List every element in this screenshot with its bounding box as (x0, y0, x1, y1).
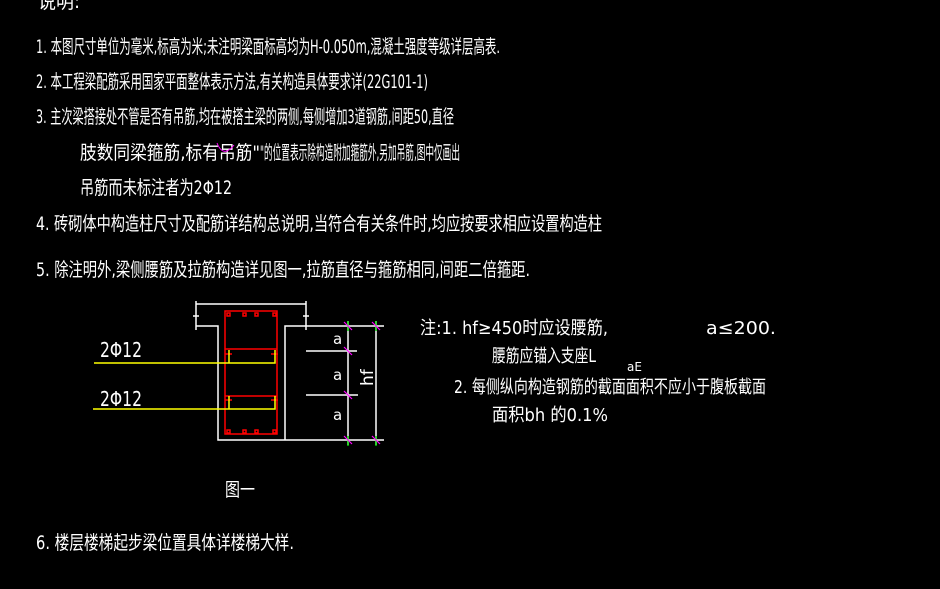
dim-a-3: a (333, 406, 342, 424)
dim-a-1: a (333, 330, 342, 348)
hanger-bar-symbol (216, 142, 235, 152)
waist-bar-label-lower: 2Φ12 (100, 387, 142, 411)
notes-title: 说明: (38, 0, 80, 13)
stirrup (224, 310, 278, 435)
figure-note-2: 腰筋应锚入支座L (492, 346, 596, 367)
waist-bar-label-upper: 2Φ12 (100, 338, 142, 362)
note-item-6: 6. 楼层楼梯起步梁位置具体详楼梯大样. (36, 532, 294, 554)
figure-note-4: 面积bh 的0.1% (492, 405, 608, 426)
note-item-4: 4. 砖砌体中构造柱尺寸及配筋详结构总说明,当符合有关条件时,均应按要求相应设置… (36, 213, 602, 235)
note-item-2: 2. 本工程梁配筋采用国家平面整体表示方法,有关构造具体要求详(22G101-1… (36, 71, 428, 93)
note-item-3-cont-a: 肢数同梁箍筋,标有吊筋" (80, 142, 260, 164)
note-item-3-cont-b: "的位置表示除构造附加箍筋外,另加吊筋,图中仅画出 (260, 142, 460, 164)
note-item-3: 3. 主次梁搭接处不管是否有吊筋,均在被搭主梁的两侧,每侧增加3道钢筋,间距50… (36, 106, 454, 128)
note-item-5: 5. 除注明外,梁侧腰筋及拉筋构造详见图一,拉筋直径与箍筋相同,间距二倍箍距. (36, 259, 530, 281)
figure-note-2-subscript: aE (627, 360, 642, 374)
dimension-ticks (343, 321, 381, 446)
beam-section (193, 301, 384, 445)
note-item-1: 1. 本图尺寸单位为毫米,标高为米;未注明梁面标高均为H-0.050m,混凝土强… (36, 36, 500, 58)
waist-bar-leaders (93, 350, 276, 410)
dim-hf: hf (358, 368, 378, 386)
figure-caption: 图一 (225, 479, 255, 501)
figure-note-1: 注:1. hf≥450时应设腰筋, (420, 318, 608, 339)
figure-note-1-limit: a≤200. (706, 318, 776, 339)
dim-a-2: a (333, 366, 342, 384)
note-item-3-cont-c: 吊筋而未标注者为2Φ12 (80, 177, 232, 199)
figure-note-3: 2. 每侧纵向构造钢筋的截面面积不应小于腹板截面 (454, 377, 766, 398)
